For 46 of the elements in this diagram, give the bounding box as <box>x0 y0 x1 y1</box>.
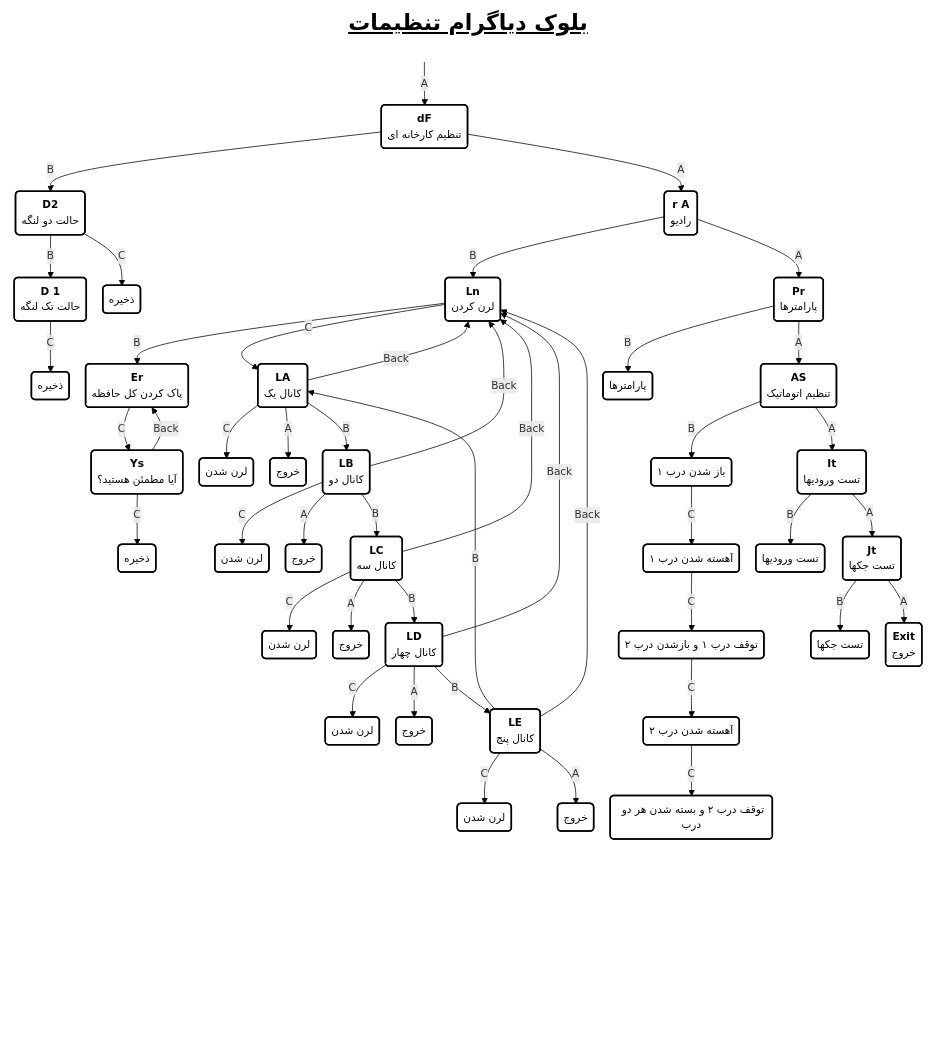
edge-label: Back <box>546 465 573 478</box>
edge-label: B <box>342 422 350 435</box>
edge-label: C <box>687 508 695 521</box>
diagram-title: بلوک دیاگرام تنظیمات <box>348 10 588 35</box>
edge-label: C <box>117 249 126 262</box>
edge-label: A <box>284 422 292 435</box>
edge-label: C <box>348 681 356 694</box>
edge-label: A <box>300 508 308 521</box>
edge-label: C <box>304 320 312 333</box>
edge-label: A <box>571 767 580 780</box>
edge-label: C <box>687 681 695 694</box>
edge-label: B <box>451 681 459 694</box>
edge-label: A <box>794 336 803 349</box>
edge-label: C <box>285 595 293 608</box>
edge-label: A <box>865 506 874 519</box>
edge-label: C <box>687 767 695 780</box>
edge-label: A <box>900 595 908 608</box>
edge-label: B <box>371 507 379 520</box>
edge-label: A <box>677 163 685 176</box>
edge-label: B <box>46 163 54 176</box>
edge-label: B <box>836 595 844 608</box>
edge-label: C <box>117 422 126 435</box>
edge-label: C <box>687 595 695 608</box>
edge-label: Back <box>574 508 600 521</box>
edge-label: C <box>46 336 54 349</box>
edge-label: A <box>828 422 836 435</box>
edge-label: Back <box>491 379 517 392</box>
edge-label: A <box>420 77 428 90</box>
edge-label: B <box>469 249 477 262</box>
edge-label: Back <box>518 422 545 435</box>
edge-label: A <box>410 685 418 698</box>
edge-label: C <box>222 422 230 435</box>
edge-label: C <box>480 767 488 780</box>
edge-label: B <box>133 336 141 349</box>
edge-label: A <box>794 249 803 262</box>
edge-label: B <box>687 422 695 435</box>
edge-label: Back <box>153 422 179 435</box>
edge-label: B <box>471 551 479 564</box>
edge-label: Back <box>383 352 409 365</box>
edge-label: B <box>46 249 54 262</box>
edge-label: A <box>347 597 355 610</box>
edge-label: C <box>133 508 141 521</box>
edge-label: B <box>408 592 416 605</box>
edge-label: B <box>624 336 632 349</box>
edge-label: C <box>238 508 246 521</box>
edge-label: B <box>786 508 794 521</box>
